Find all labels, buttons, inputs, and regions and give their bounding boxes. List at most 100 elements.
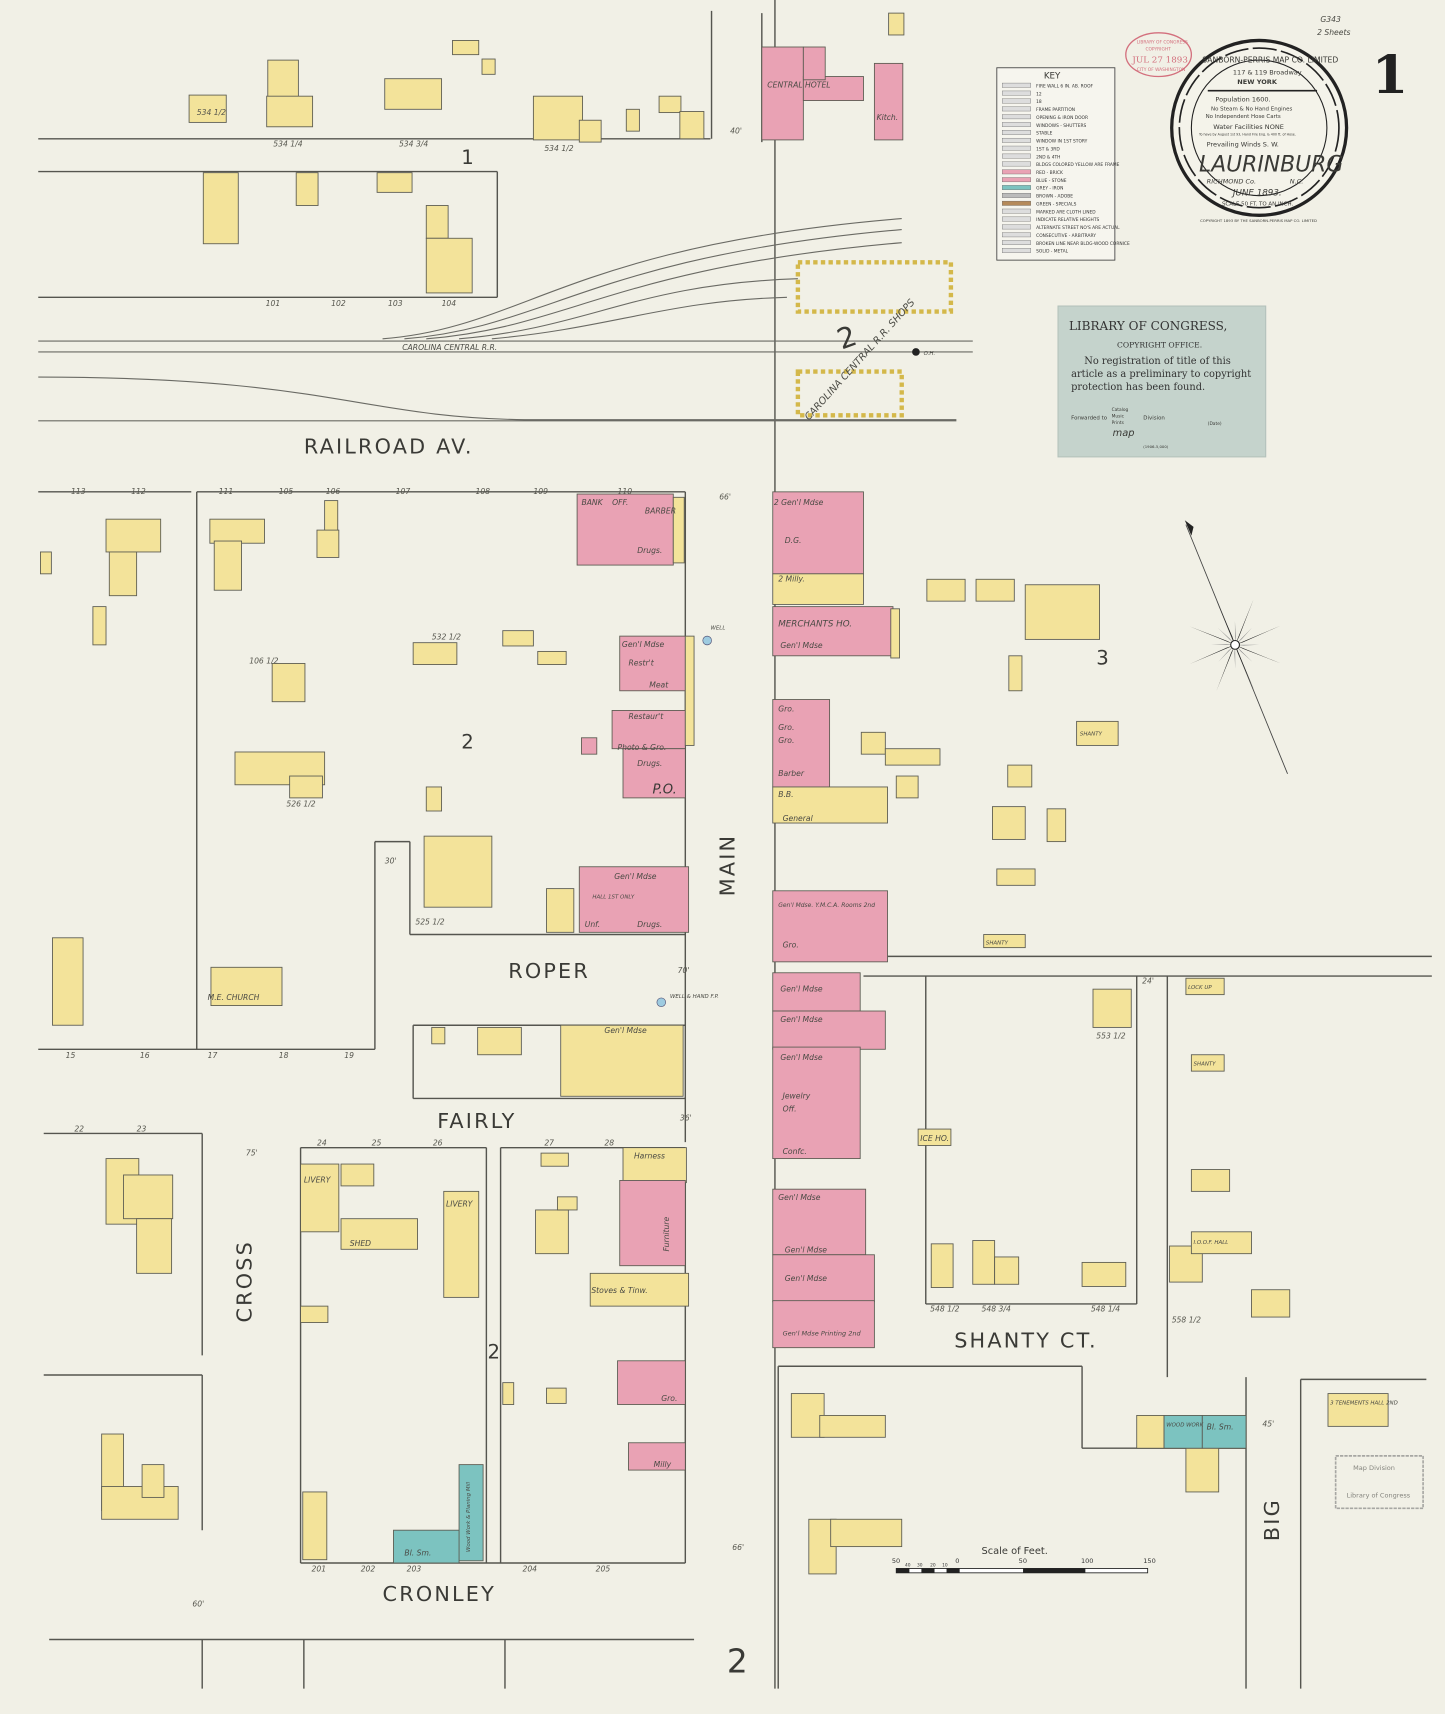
lot-number: 16 xyxy=(140,1051,150,1060)
label: Gen'l Mdse xyxy=(785,1274,828,1283)
svg-text:117 & 119 Broadway: 117 & 119 Broadway xyxy=(1233,68,1302,76)
frame-building xyxy=(425,237,473,294)
key-swatch xyxy=(1002,122,1031,127)
lot-number: 205 xyxy=(596,1565,611,1574)
label: Milly xyxy=(654,1460,672,1469)
compass-point xyxy=(1235,599,1254,645)
frame-building xyxy=(1046,808,1067,843)
label: Meat xyxy=(649,680,669,689)
sheet-count: 2 Sheets xyxy=(1317,28,1350,37)
label: B.B. xyxy=(778,790,793,799)
frame-building xyxy=(772,573,864,605)
key-item: BROWN - ADOBE xyxy=(1036,194,1073,200)
label: Kitch. xyxy=(877,113,899,122)
key-item: WINDOW IN 1ST STORY xyxy=(1036,139,1087,145)
label: 2 Milly. xyxy=(778,574,805,583)
key-swatch xyxy=(1002,185,1031,190)
frame-building xyxy=(1136,1414,1165,1449)
svg-text:LIBRARY OF CONGRESS: LIBRARY OF CONGRESS xyxy=(1137,40,1188,46)
frame-building xyxy=(1185,1447,1220,1493)
svg-text:Division: Division xyxy=(1143,416,1165,422)
label: SHANTY xyxy=(1080,732,1103,738)
frame-building xyxy=(295,172,319,206)
svg-text:Scale of Feet.: Scale of Feet. xyxy=(982,1546,1048,1557)
frame-building xyxy=(213,540,242,591)
street-railroad-av: RAILROAD AV. xyxy=(304,435,474,459)
brick-building xyxy=(578,866,690,933)
key-item: ALTERNATE STREET NO'S ARE ACTUAL xyxy=(1036,225,1120,231)
key-item: WINDOWS - SHUTTERS xyxy=(1036,123,1086,129)
block-number: 2 xyxy=(487,1341,500,1364)
lot-number: 105 xyxy=(279,487,294,496)
frame-building xyxy=(1190,1169,1231,1192)
label: Gen'l Mdse xyxy=(780,984,823,993)
block-number: 2 xyxy=(727,1642,748,1680)
label: Gen'l Mdse xyxy=(614,872,657,881)
buildings-layer xyxy=(40,12,1389,1575)
key-swatch xyxy=(1002,137,1031,143)
stone-building xyxy=(458,1464,484,1562)
key-swatch xyxy=(1002,145,1031,151)
library-of-congress-slip: LIBRARY OF CONGRESS, COPYRIGHT OFFICE. N… xyxy=(1057,305,1267,458)
compass-point xyxy=(1235,644,1255,691)
key-swatch xyxy=(1002,216,1031,222)
frame-building xyxy=(266,95,314,128)
frame-building xyxy=(1081,1261,1127,1287)
frame-building xyxy=(926,578,966,602)
frame-building xyxy=(1185,977,1225,996)
key-item: CONSECUTIVE - ARBITRARY xyxy=(1036,233,1096,239)
label: SHED xyxy=(350,1239,371,1248)
lot-number: 15 xyxy=(66,1051,76,1060)
lot-number: 102 xyxy=(331,299,346,308)
label: 2 Gen'l Mdse xyxy=(774,498,824,507)
street-main: MAIN xyxy=(715,834,739,896)
frame-building xyxy=(443,1190,480,1298)
label: Harness xyxy=(634,1152,665,1161)
svg-text:(1906-5,000): (1906-5,000) xyxy=(1143,444,1168,449)
sheet-number: 1 xyxy=(1372,45,1408,106)
frame-building xyxy=(930,1243,954,1288)
lot-number: 25 xyxy=(372,1138,382,1147)
lot-number: 109 xyxy=(533,487,548,496)
frame-building xyxy=(992,806,1026,840)
frame-building xyxy=(560,1024,684,1097)
label: Gro. xyxy=(783,941,799,950)
compass-point xyxy=(1211,644,1236,646)
brick-building xyxy=(619,1180,686,1267)
lot-number: 553 1/2 xyxy=(1096,1031,1125,1040)
label: OFF. xyxy=(612,498,628,507)
lot-number: 101 xyxy=(266,299,281,308)
label: WELL xyxy=(710,626,725,632)
railroad-label: CAROLINA CENTRAL R.R. xyxy=(402,343,497,352)
label: Gro. xyxy=(661,1394,677,1403)
frame-building xyxy=(210,966,283,1006)
label: Gro. xyxy=(778,736,794,745)
key-item: 1ST & 3RD xyxy=(1036,146,1060,152)
frame-building xyxy=(136,1218,173,1274)
street-shanty-ct: SHANTY CT. xyxy=(954,1329,1098,1353)
label: Gen'l Mdse xyxy=(780,641,823,650)
lot-number: 558 1/2 xyxy=(1172,1316,1201,1325)
frame-building xyxy=(52,937,84,1026)
frame-building xyxy=(425,786,443,812)
key-item: BROKEN LINE NEAR BLDG-WOOD CORNICE xyxy=(1036,241,1130,247)
lot-number: 202 xyxy=(361,1565,376,1574)
lot-number: 112 xyxy=(131,487,146,496)
frame-building xyxy=(578,119,602,143)
lot-number: 532 1/2 xyxy=(432,632,461,641)
frame-building xyxy=(589,1272,690,1307)
scale-segment xyxy=(896,1568,910,1573)
key-swatch xyxy=(1002,193,1031,198)
svg-text:No Independent Hose Carts: No Independent Hose Carts xyxy=(1206,114,1281,120)
label: Stoves & Tinw. xyxy=(591,1286,647,1295)
scale-tick-label: 100 xyxy=(1081,1557,1094,1565)
label: P.O. xyxy=(653,783,677,798)
street-big: BIG xyxy=(1260,1498,1284,1541)
lot-number: 19 xyxy=(344,1051,354,1060)
stone-building xyxy=(1163,1414,1203,1449)
lot-number: 107 xyxy=(396,487,411,496)
dimension: 30' xyxy=(385,856,397,865)
frame-building xyxy=(425,205,449,239)
frame-building xyxy=(376,172,413,193)
label: Bl. Sm. xyxy=(1207,1423,1234,1432)
